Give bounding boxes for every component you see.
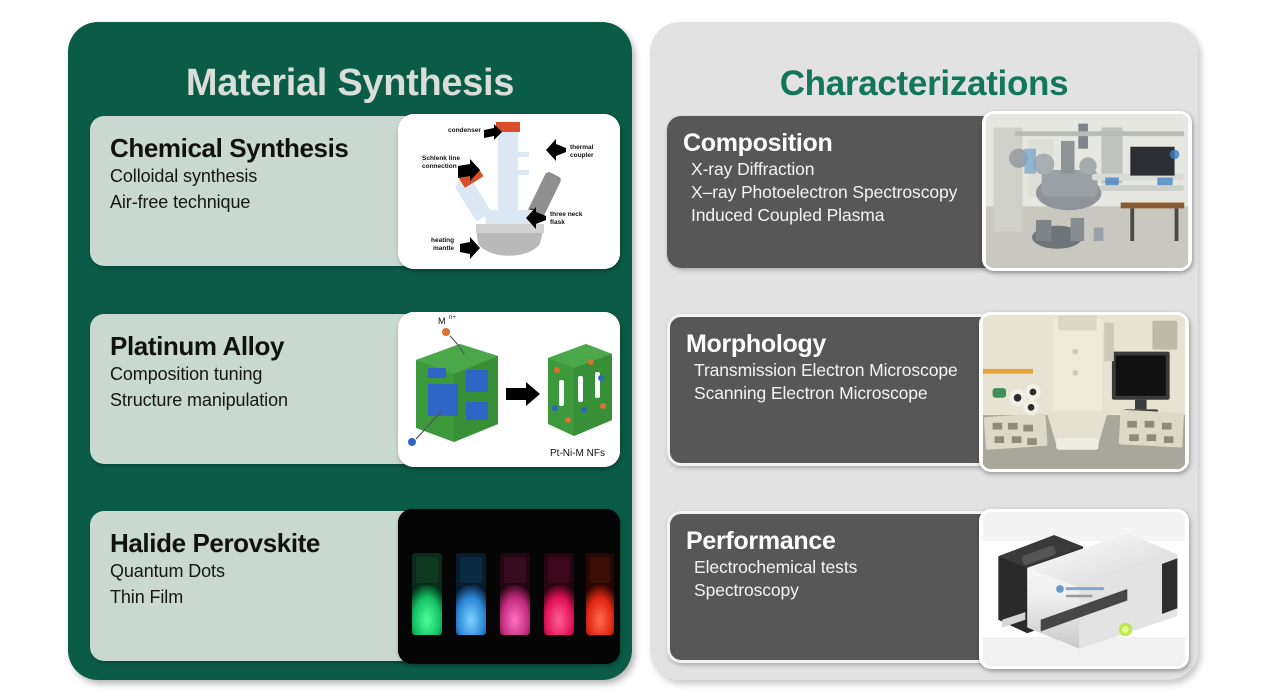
electron-microscope-photo: [979, 312, 1189, 472]
card-platinum-alloy-text: Platinum Alloy Composition tuning Struct…: [110, 332, 400, 413]
card-performance-item-1: Spectroscopy: [694, 579, 799, 600]
card-morphology-title: Morphology: [686, 330, 827, 358]
card-platinum-alloy-title: Platinum Alloy: [110, 331, 285, 361]
card-morphology-item-0: Transmission Electron Microscope: [694, 359, 958, 380]
svg-text:Schlenk line: Schlenk line: [422, 155, 460, 162]
card-performance[interactable]: Performance Electrochemical tests Spectr…: [667, 509, 1189, 669]
svg-text:coupler: coupler: [570, 152, 594, 159]
card-performance-title: Performance: [686, 527, 836, 555]
card-halide-perovskite-item-0: Quantum Dots: [110, 561, 225, 582]
card-composition-title: Composition: [683, 129, 833, 157]
card-platinum-alloy[interactable]: Platinum Alloy Composition tuning Struct…: [90, 312, 620, 467]
card-chemical-synthesis[interactable]: Chemical Synthesis Colloidal synthesis A…: [90, 114, 620, 269]
card-morphology-item-1: Scanning Electron Microscope: [694, 382, 928, 403]
xps-instrument-photo: [982, 111, 1192, 271]
characterizations-panel: Characterizations Composition X-ray Diff…: [650, 22, 1198, 680]
svg-text:n+: n+: [449, 315, 456, 321]
characterizations-title: Characterizations: [779, 64, 1069, 103]
card-morphology[interactable]: Morphology Transmission Electron Microsc…: [667, 312, 1189, 472]
card-halide-perovskite-title: Halide Perovskite: [110, 528, 320, 558]
card-halide-perovskite[interactable]: Halide Perovskite Quantum Dots Thin Film: [90, 509, 620, 664]
svg-text:Pt-Ni-M NFs: Pt-Ni-M NFs: [550, 448, 605, 459]
material-synthesis-panel: Material Synthesis Chemical Synthesis Co…: [68, 22, 632, 680]
card-chemical-synthesis-title: Chemical Synthesis: [110, 133, 349, 163]
card-halide-perovskite-text: Halide Perovskite Quantum Dots Thin Film: [110, 529, 400, 610]
card-halide-perovskite-item-1: Thin Film: [110, 587, 184, 608]
card-composition-item-0: X-ray Diffraction: [691, 158, 815, 179]
svg-text:thermal: thermal: [570, 144, 594, 151]
svg-text:three neck: three neck: [550, 211, 583, 218]
card-composition-item-2: Induced Coupled Plasma: [691, 205, 885, 226]
svg-text:flask: flask: [550, 219, 565, 226]
card-morphology-text: Morphology Transmission Electron Microsc…: [686, 330, 1006, 405]
card-chemical-synthesis-item-1: Air-free technique: [110, 192, 251, 213]
card-composition-item-1: X–ray Photoelectron Spectroscopy: [691, 181, 958, 202]
nanoframe-etching-schematic: M n+: [398, 312, 620, 467]
svg-text:connection: connection: [422, 163, 457, 170]
svg-text:mantle: mantle: [433, 245, 454, 252]
quantum-dot-vials-photo: [398, 509, 620, 664]
spectrophotometer-photo: [979, 509, 1189, 669]
card-chemical-synthesis-text: Chemical Synthesis Colloidal synthesis A…: [110, 134, 400, 215]
card-platinum-alloy-item-0: Composition tuning: [110, 364, 263, 385]
card-performance-item-0: Electrochemical tests: [694, 556, 858, 577]
svg-text:condenser: condenser: [448, 127, 481, 134]
card-composition[interactable]: Composition X-ray Diffraction X–ray Phot…: [667, 111, 1192, 271]
three-neck-flask-schematic: condenser Schlenk line connection therma…: [398, 114, 620, 269]
card-chemical-synthesis-item-0: Colloidal synthesis: [110, 166, 258, 187]
card-composition-text: Composition X-ray Diffraction X–ray Phot…: [683, 129, 1003, 228]
svg-text:heating: heating: [431, 237, 454, 244]
material-synthesis-title: Material Synthesis: [185, 62, 515, 104]
svg-text:M: M: [438, 316, 446, 326]
card-performance-text: Performance Electrochemical tests Spectr…: [686, 527, 1006, 602]
card-platinum-alloy-item-1: Structure manipulation: [110, 390, 288, 411]
